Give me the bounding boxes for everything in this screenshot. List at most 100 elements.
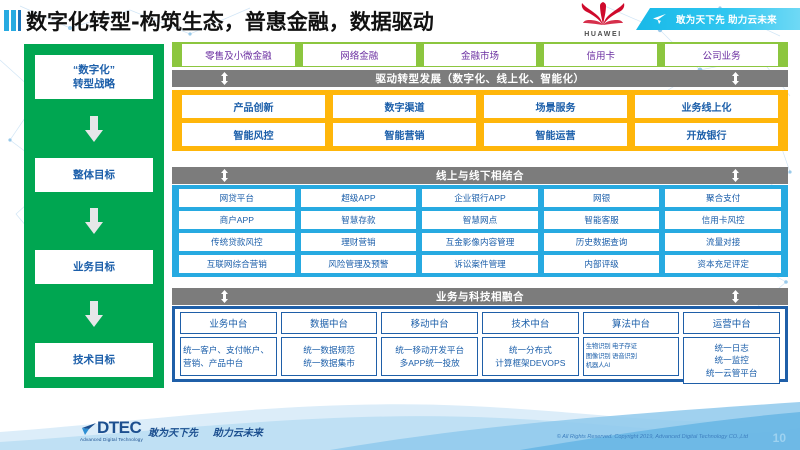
footer-slogan-part2: 助力云未来 xyxy=(212,428,263,439)
capability-smart-branch[interactable]: 智慧网点 xyxy=(422,211,538,229)
capability-history-data-query[interactable]: 历史数据查询 xyxy=(543,233,660,251)
platform-head-algorithm[interactable]: 算法中台 xyxy=(582,312,680,334)
up-down-arrow-icon xyxy=(221,72,228,85)
strategy-flow-panel: “数字化” 转型战略 整体目标 业务目标 技术目标 xyxy=(24,44,164,388)
platform-column-operation: 运营中台 统一日志 统一监控 统一云管平台 xyxy=(683,312,781,385)
dtec-triangle-icon xyxy=(82,423,96,435)
middle-platform-panel: 业务中台 统一客户、支付帐户、营销、产品中台 数据中台 统一数据规范 统一数据集… xyxy=(172,306,788,385)
business-lines-row: 零售及小微金融 网络金融 金融市场 信用卡 公司业务 xyxy=(172,42,788,67)
platform-desc-line: 统一日志 xyxy=(714,343,749,353)
driver-scenario-service[interactable]: 场景服务 xyxy=(484,95,627,118)
driver-smart-risk-control[interactable]: 智能风控 xyxy=(182,123,325,146)
divider-drive-transformation: 驱动转型发展（数字化、线上化、智能化） xyxy=(172,70,788,87)
capability-traditional-loan-risk[interactable]: 传统贷款风控 xyxy=(179,233,295,251)
driver-business-online[interactable]: 业务线上化 xyxy=(635,95,778,118)
platform-desc-line: 机器人AI xyxy=(585,362,610,370)
divider-online-offline: 线上与线下相结合 xyxy=(172,167,788,184)
capability-row-2: 商户APP 智慧存款 智慧网点 智能客服 信用卡风控 xyxy=(176,211,784,229)
capability-risk-management-alert[interactable]: 风险管理及预警 xyxy=(300,255,417,273)
platform-head-operation[interactable]: 运营中台 xyxy=(683,312,781,334)
arrow-down-icon xyxy=(85,115,103,142)
platform-desc-line: 统一监控 xyxy=(714,355,749,366)
capability-smart-customer-service[interactable]: 智能客服 xyxy=(543,211,660,229)
title-accent-bars xyxy=(4,10,21,31)
capability-enterprise-bank-app[interactable]: 企业银行APP xyxy=(422,189,538,207)
capability-internet-marketing[interactable]: 互联网综合营销 xyxy=(179,255,295,273)
arrow-down-icon xyxy=(85,208,103,235)
page-number: 10 xyxy=(772,431,786,445)
business-line-corporate[interactable]: 公司业务 xyxy=(665,43,778,66)
platform-head-mobile[interactable]: 移动中台 xyxy=(381,312,479,334)
driver-digital-channel[interactable]: 数字渠道 xyxy=(333,95,476,118)
platform-desc-line: 计算框架DEVOPS xyxy=(495,357,566,368)
platform-column-data: 数据中台 统一数据规范 统一数据集市 xyxy=(280,312,378,376)
platform-column-mobile: 移动中台 统一移动开发平台 多APP统一投放 xyxy=(381,312,479,376)
platform-desc-line: 统一移动开发平台 xyxy=(395,345,465,356)
driver-smart-marketing[interactable]: 智能营销 xyxy=(333,123,476,146)
capability-smart-deposit[interactable]: 智慧存款 xyxy=(300,211,417,229)
up-down-arrow-icon xyxy=(732,72,739,85)
strategy-step-overall-goal[interactable]: 整体目标 xyxy=(35,157,153,192)
platform-head-data[interactable]: 数据中台 xyxy=(280,312,378,334)
up-down-arrow-icon xyxy=(732,290,739,303)
strategy-step-line1: “数字化” xyxy=(73,64,115,76)
capability-wealth-marketing[interactable]: 理财营销 xyxy=(300,233,417,251)
driver-open-banking[interactable]: 开放银行 xyxy=(635,123,778,146)
dtec-wordmark: DTEC xyxy=(97,418,142,437)
platform-desc-mobile: 统一移动开发平台 多APP统一投放 xyxy=(381,337,479,376)
huawei-flower-icon xyxy=(581,2,625,25)
platform-column-business: 业务中台 统一客户、支付帐户、营销、产品中台 xyxy=(180,312,277,376)
capability-traffic-integration[interactable]: 流量对接 xyxy=(665,233,781,251)
platform-desc-line: 多APP统一投放 xyxy=(399,357,460,368)
business-line-retail[interactable]: 零售及小微金融 xyxy=(182,43,295,66)
slide-body: “数字化” 转型战略 整体目标 业务目标 技术目标 零售及小微金融 网络金融 金… xyxy=(0,40,800,405)
platform-head-technology[interactable]: 技术中台 xyxy=(482,312,579,334)
copyright-text: © All Rights Reserved. Copyright 2019, A… xyxy=(556,434,748,440)
driver-smart-operation[interactable]: 智能运营 xyxy=(484,123,627,146)
capability-row-3: 传统贷款风控 理财营销 互金影像内容管理 历史数据查询 流量对接 xyxy=(176,233,784,251)
huawei-logo: HUAWEI xyxy=(575,2,631,38)
capabilities-panel: 网贷平台 超级APP 企业银行APP 网银 聚合支付 商户APP 智慧存款 智慧… xyxy=(172,185,788,277)
capability-row-1: 网贷平台 超级APP 企业银行APP 网银 聚合支付 xyxy=(176,189,784,207)
platform-desc-technology: 统一分布式 计算框架DEVOPS xyxy=(482,337,579,376)
platform-desc-line: 统一数据集市 xyxy=(303,357,355,368)
business-line-internet-finance[interactable]: 网络金融 xyxy=(302,43,416,66)
platform-column-algorithm: 算法中台 生物识别 电子存证 图像识别 语音识别 机器人AI xyxy=(582,312,680,376)
strategy-step-line2: 转型战略 xyxy=(73,78,115,91)
platform-desc-business: 统一客户、支付帐户、营销、产品中台 xyxy=(180,337,277,376)
strategy-step-technology-goal[interactable]: 技术目标 xyxy=(35,342,153,377)
platform-desc-line: 生物识别 电子存证 xyxy=(585,343,637,351)
footer-slogan: 敢为天下先 助力云未来 xyxy=(148,424,263,439)
capability-row-4: 互联网综合营销 风险管理及预警 诉讼案件管理 内部评级 资本充足评定 xyxy=(176,255,784,273)
slide-header: 数字化转型-构筑生态，普惠金融，数据驱动 HUAWEI 敢为天下先 助力云未来 xyxy=(0,0,800,40)
driver-row-1: 产品创新 数字渠道 场景服务 业务线上化 xyxy=(178,95,782,118)
up-down-arrow-icon xyxy=(221,290,228,303)
strategy-step-business-goal[interactable]: 业务目标 xyxy=(35,250,153,285)
driver-row-2: 智能风控 智能营销 智能运营 开放银行 xyxy=(178,123,782,146)
capability-online-banking[interactable]: 网银 xyxy=(543,189,660,207)
capability-super-app[interactable]: 超级APP xyxy=(300,189,417,207)
capability-merchant-app[interactable]: 商户APP xyxy=(179,211,295,229)
capability-credit-card-risk[interactable]: 信用卡风控 xyxy=(665,211,781,229)
paper-plane-icon xyxy=(653,13,666,25)
platform-desc-line: 统一分布式 xyxy=(508,345,552,356)
platform-desc-data: 统一数据规范 统一数据集市 xyxy=(280,337,378,376)
capability-internal-rating[interactable]: 内部评级 xyxy=(543,255,660,273)
capability-image-content-management[interactable]: 互金影像内容管理 xyxy=(422,233,538,251)
business-line-financial-market[interactable]: 金融市场 xyxy=(423,43,537,66)
header-banner: 敢为天下先 助力云未来 xyxy=(636,8,800,30)
platform-desc-line: 统一云管平台 xyxy=(705,367,758,378)
platform-desc-operation: 统一日志 统一监控 统一云管平台 xyxy=(683,337,781,385)
business-line-credit-card[interactable]: 信用卡 xyxy=(544,43,658,66)
capability-capital-adequacy[interactable]: 资本充足评定 xyxy=(665,255,781,273)
strategy-step-transformation[interactable]: “数字化” 转型战略 xyxy=(35,55,153,100)
capability-litigation-management[interactable]: 诉讼案件管理 xyxy=(422,255,538,273)
driver-product-innovation[interactable]: 产品创新 xyxy=(182,95,325,118)
platform-desc-algorithm: 生物识别 电子存证 图像识别 语音识别 机器人AI xyxy=(582,337,680,376)
platform-desc-line: 统一数据规范 xyxy=(303,345,355,356)
capability-aggregate-payment[interactable]: 聚合支付 xyxy=(665,189,781,207)
platform-head-business[interactable]: 业务中台 xyxy=(180,312,277,334)
divider-business-tech-fusion: 业务与科技相融合 xyxy=(172,288,788,305)
capability-online-loan-platform[interactable]: 网贷平台 xyxy=(179,189,295,207)
slide-footer: DTEC Advanced Digital Technology 敢为天下先 助… xyxy=(0,404,800,450)
